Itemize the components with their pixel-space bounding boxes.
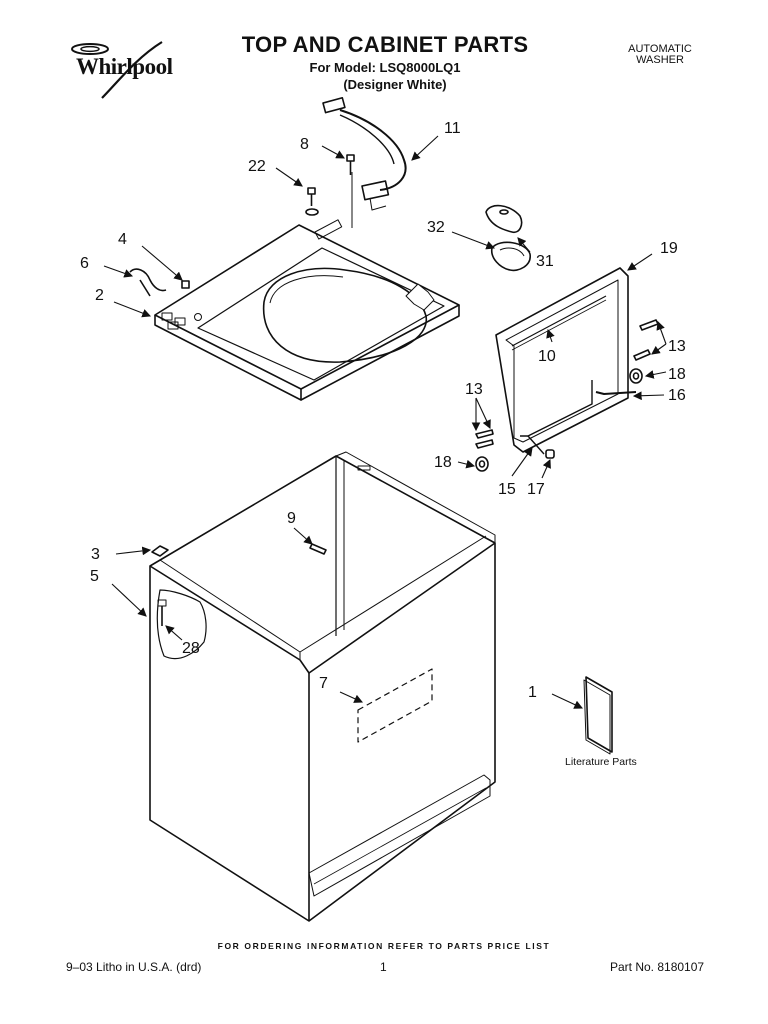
callout-7: 7 <box>319 675 328 692</box>
callout-10: 10 <box>538 348 556 365</box>
callout-18-right: 18 <box>668 366 686 383</box>
callout-16: 16 <box>668 387 686 404</box>
knob-skirt-32 <box>490 241 531 272</box>
brand-name: Whirlpool <box>76 54 173 79</box>
model-line: For Model: LSQ8000LQ1 <box>309 60 461 75</box>
clip-4 <box>181 280 190 289</box>
callout-15: 15 <box>498 481 516 498</box>
literature-parts-label: Literature Parts <box>565 756 637 768</box>
callout-6: 6 <box>80 255 89 272</box>
screw-9 <box>309 543 327 555</box>
top-panel <box>154 219 460 401</box>
grommet-18-right <box>629 368 643 384</box>
page-number: 1 <box>380 960 387 974</box>
callout-13-left: 13 <box>465 381 483 398</box>
callout-18-left: 18 <box>434 454 452 471</box>
console-frame-19 <box>495 267 629 453</box>
callout-32: 32 <box>427 219 445 236</box>
callout-11: 11 <box>444 120 461 137</box>
product-type-line2: WASHER <box>636 54 684 66</box>
callout-8: 8 <box>300 136 309 153</box>
callout-1: 1 <box>528 684 537 701</box>
callout-31: 31 <box>536 253 554 270</box>
screws-13-left <box>475 429 494 449</box>
screws-13-right <box>633 319 659 361</box>
page-title: TOP AND CABINET PARTS <box>241 32 529 57</box>
litho-note: 9–03 Litho in U.S.A. (drd) <box>66 960 202 974</box>
callout-19: 19 <box>660 240 678 257</box>
nozzle-17 <box>545 449 555 459</box>
callout-4: 4 <box>118 231 127 248</box>
callout-2: 2 <box>95 287 104 304</box>
hose-16-15 <box>520 380 637 455</box>
callout-28: 28 <box>182 640 200 657</box>
callout-13-right: 13 <box>668 338 686 355</box>
screw-22 <box>305 187 319 216</box>
product-type-line1: AUTOMATIC <box>628 43 692 55</box>
callout-22: 22 <box>248 158 266 175</box>
variant-line: (Designer White) <box>343 77 447 92</box>
callout-3: 3 <box>91 546 100 563</box>
part-number: Part No. 8180107 <box>610 960 705 974</box>
ordering-info: FOR ORDERING INFORMATION REFER TO PARTS … <box>217 941 551 951</box>
knob-31 <box>485 204 523 234</box>
product-type: AUTOMATIC WASHER <box>610 44 710 66</box>
screw-8 <box>346 154 355 175</box>
cabinet <box>149 451 496 922</box>
grommet-18-left <box>475 456 489 472</box>
callout-9: 9 <box>287 510 296 527</box>
callout-17: 17 <box>527 481 545 498</box>
clip-3 <box>151 545 169 557</box>
bracket-6 <box>129 268 167 297</box>
switch-harness <box>322 97 407 228</box>
whirlpool-logo <box>66 38 184 100</box>
callout-5: 5 <box>90 568 99 585</box>
literature-booklet <box>583 676 613 755</box>
